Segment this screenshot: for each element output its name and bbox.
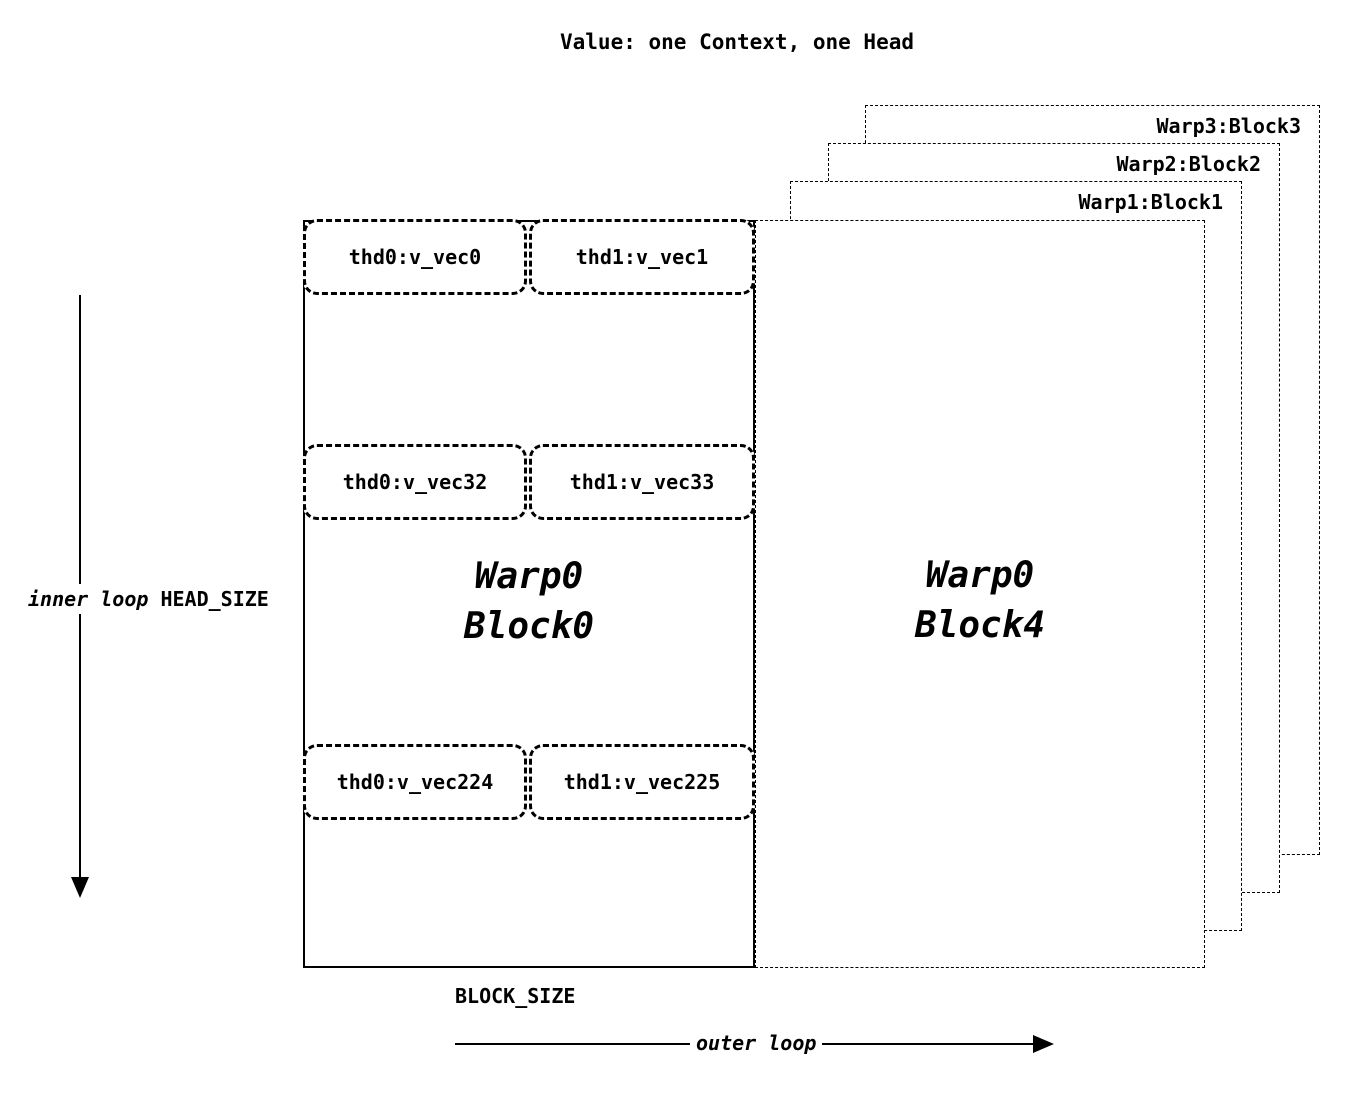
warp0-block4-label-line2: Block4	[914, 605, 1046, 647]
outer-loop-label: outer loop	[690, 1031, 823, 1055]
layer-warp2-block2-label: Warp2:Block2	[1116, 152, 1262, 176]
vec-box-thd0-v_vec0: thd0:v_vec0	[303, 219, 527, 295]
warp0-block4-label-line1: Warp0	[925, 555, 1035, 596]
head-size-label: HEAD_SIZE	[160, 587, 269, 611]
warp0-block4-label: Warp0 Block4	[756, 551, 1204, 652]
warp0-block0-label-line1: Warp0	[474, 556, 584, 597]
vec-box-thd0-v_vec32: thd0:v_vec32	[303, 444, 527, 520]
vec-box-thd1-v_vec225: thd1:v_vec225	[529, 744, 755, 820]
vec-box-thd1-v_vec1: thd1:v_vec1	[529, 219, 755, 295]
inner-loop-axis-label: inner loop HEAD_SIZE	[24, 584, 273, 614]
layer-warp3-block3-label: Warp3:Block3	[1156, 114, 1302, 138]
vec-box-thd1-v_vec33: thd1:v_vec33	[529, 444, 755, 520]
arrowhead-down-icon	[71, 877, 89, 898]
warp0-block0-label-line2: Block0	[463, 606, 595, 648]
vec-box-thd0-v_vec224: thd0:v_vec224	[303, 744, 527, 820]
warp0-block0-label: Warp0 Block0	[305, 552, 753, 653]
block-size-label: BLOCK_SIZE	[455, 984, 576, 1008]
warp0-block4-panel: Warp0 Block4	[755, 220, 1205, 968]
arrowhead-right-icon	[1033, 1035, 1054, 1053]
layer-warp1-block1-label: Warp1:Block1	[1078, 190, 1224, 214]
inner-loop-label: inner loop	[28, 587, 149, 611]
diagram-title: Value: one Context, one Head	[560, 30, 915, 54]
warp0-block0-panel: Warp0 Block0	[303, 220, 755, 968]
